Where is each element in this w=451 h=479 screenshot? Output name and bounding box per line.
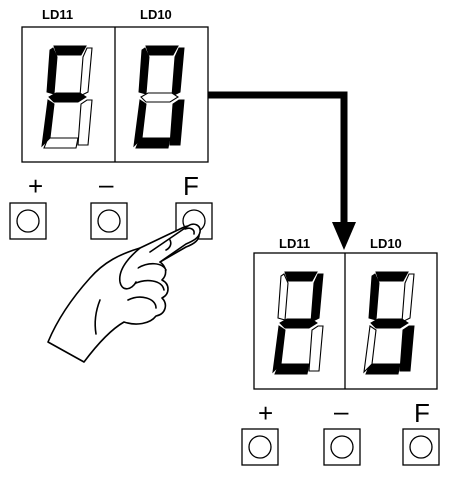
segment-a	[145, 45, 179, 56]
top-ld10-label: LD10	[140, 7, 172, 22]
flow-arrow-icon	[208, 91, 356, 250]
pointing-hand-icon	[47, 223, 201, 363]
segment-g	[370, 318, 409, 329]
bottom-minus-label: –	[334, 396, 349, 426]
bottom-minus-button[interactable]	[323, 428, 361, 466]
top-minus-button[interactable]	[90, 202, 128, 240]
top-plus-button[interactable]	[9, 202, 47, 240]
bottom-f-label: F	[414, 398, 430, 428]
segment-a	[375, 271, 409, 282]
segment-a	[284, 271, 318, 282]
bottom-ld11-label: LD11	[279, 236, 310, 251]
top-minus-label: –	[99, 169, 114, 199]
bottom-panel: LD11 LD10 + – F	[241, 236, 440, 466]
segment-g	[140, 92, 179, 103]
bottom-plus-label: +	[258, 398, 273, 428]
top-ld11-label: LD11	[42, 7, 73, 22]
top-plus-label: +	[28, 171, 43, 201]
bottom-plus-button[interactable]	[241, 428, 279, 466]
top-panel: LD11 LD10 + – F	[9, 7, 213, 240]
segment-g	[48, 92, 87, 103]
top-f-label: F	[183, 171, 199, 201]
segment-g	[279, 318, 318, 329]
segment-a	[53, 45, 87, 56]
bottom-ld10-label: LD10	[370, 236, 402, 251]
bottom-f-button[interactable]	[402, 428, 440, 466]
